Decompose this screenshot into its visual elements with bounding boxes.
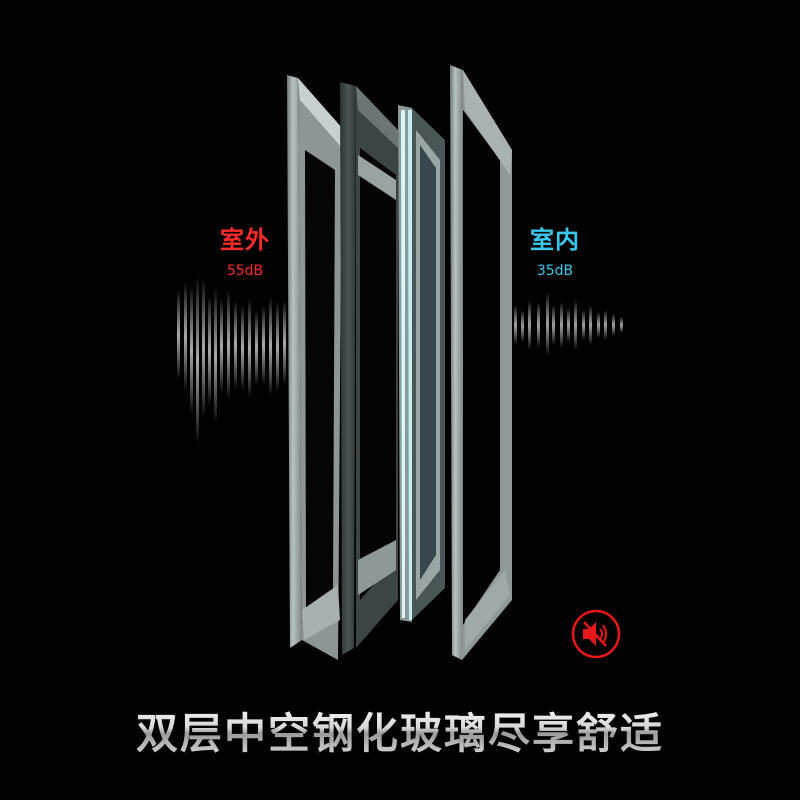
window-frame-4 <box>450 65 512 660</box>
indoor-sound-wave <box>491 292 623 356</box>
window-frame-2 <box>340 82 398 655</box>
indoor-decibel: 35dB <box>536 263 574 279</box>
outdoor-label: 室外 <box>220 226 270 254</box>
insulated-glass-panel <box>398 105 445 622</box>
headline-slogan: 双层中空钢化玻璃尽享舒适 <box>0 700 800 761</box>
speaker-muted-icon <box>571 609 621 659</box>
window-frame-1 <box>287 75 342 660</box>
outdoor-sound-wave <box>177 275 286 445</box>
outdoor-decibel: 55dB <box>226 263 264 279</box>
indoor-label: 室内 <box>530 226 580 254</box>
